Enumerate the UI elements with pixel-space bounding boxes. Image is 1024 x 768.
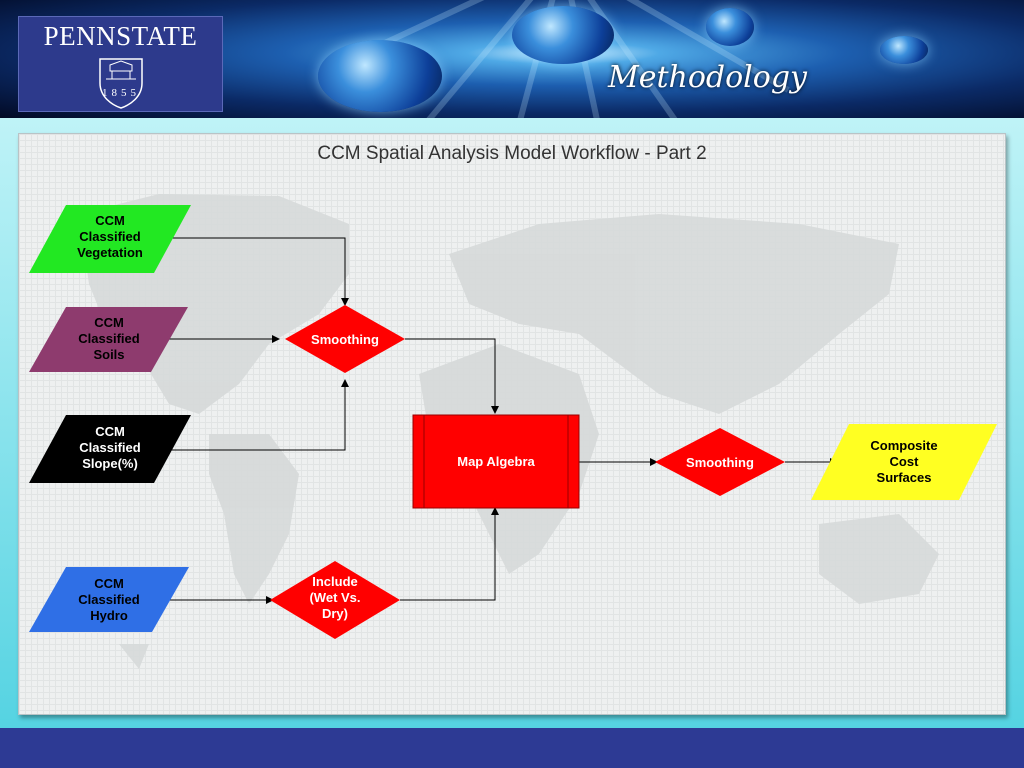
logo-year: 1855: [102, 87, 140, 99]
shield-icon: [99, 58, 143, 109]
input-node-vegetation: [29, 205, 191, 273]
connectors: [169, 237, 838, 604]
node-label: Classified: [78, 331, 139, 346]
node-label: Smoothing: [686, 455, 754, 470]
input-node-slope: [29, 415, 191, 483]
globe-graphic: [706, 8, 754, 46]
header-banner: PENNSTATE 1855 Methodology: [0, 0, 1024, 118]
workflow-diagram-panel: CCM Spatial Analysis Model Workflow - Pa…: [18, 133, 1006, 715]
process-node-smoothing-1: [285, 305, 405, 373]
node-label: Dry): [322, 606, 348, 621]
slide-title: Methodology: [608, 60, 807, 95]
input-node-hydro: [29, 567, 189, 632]
process-node-smoothing-2: [655, 428, 785, 496]
output-node-composite: [811, 424, 997, 500]
globe-graphic: [318, 40, 442, 112]
diagram-title: CCM Spatial Analysis Model Workflow - Pa…: [317, 143, 707, 164]
footer-bar: [0, 728, 1024, 768]
node-label: Smoothing: [311, 332, 379, 347]
process-node-include: [270, 561, 400, 639]
node-label: (Wet Vs.: [309, 590, 360, 605]
globe-graphic: [880, 36, 928, 64]
pennstate-logo: PENNSTATE 1855: [18, 16, 223, 112]
node-label: Vegetation: [77, 245, 143, 260]
node-label: Cost: [890, 454, 920, 469]
node-label: Classified: [79, 440, 140, 455]
node-label: Include: [312, 574, 358, 589]
node-label: CCM: [95, 424, 125, 439]
node-label: Surfaces: [877, 470, 932, 485]
node-label: CCM: [94, 576, 124, 591]
node-label: CCM: [95, 213, 125, 228]
logo-wordmark: PENNSTATE: [43, 21, 198, 51]
node-label: Soils: [93, 347, 124, 362]
node-label: Classified: [79, 229, 140, 244]
node-label: Hydro: [90, 608, 128, 623]
workflow-diagram: CCMClassifiedVegetationCCMClassifiedSoil…: [29, 194, 997, 669]
node-label: CCM: [94, 315, 124, 330]
globe-graphic: [512, 6, 614, 64]
process-node-map-algebra: [412, 414, 580, 509]
node-label: Slope(%): [82, 456, 138, 471]
node-label: Map Algebra: [457, 454, 535, 469]
node-label: Classified: [78, 592, 139, 607]
node-label: Composite: [870, 438, 937, 453]
input-node-soils: [29, 307, 188, 372]
